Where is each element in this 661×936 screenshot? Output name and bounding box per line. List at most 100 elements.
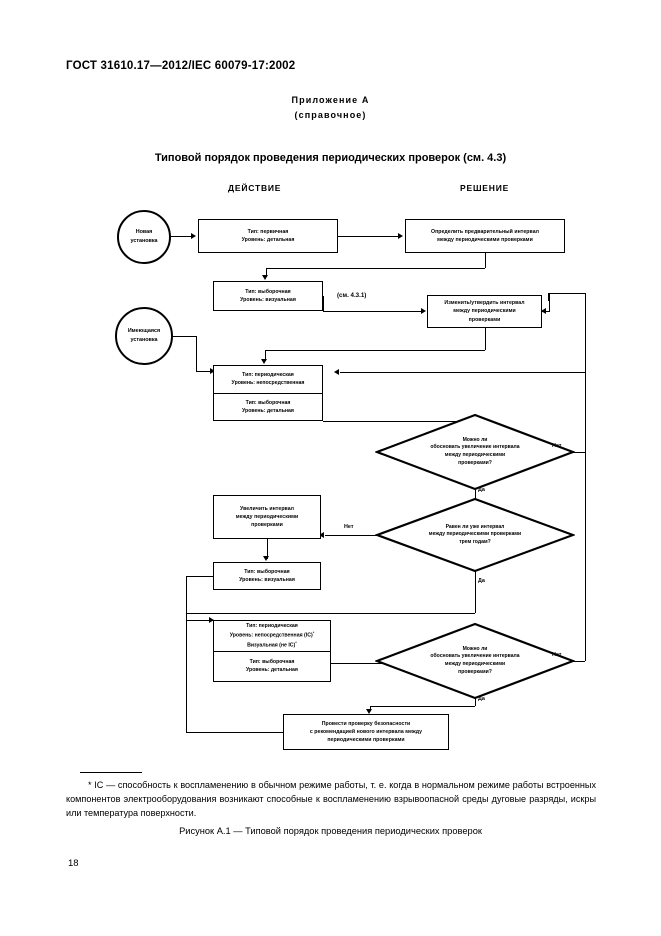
decision-justify-increase-1: Можно ли обосновать увеличение интервала… — [375, 413, 575, 491]
edge-label-no: Нет — [552, 652, 562, 658]
node-text: между периодическими — [453, 308, 516, 315]
node-text: установка — [130, 238, 158, 244]
connector — [485, 328, 486, 350]
connector — [323, 311, 423, 312]
arrow-head — [261, 359, 267, 364]
node-text: Тип: выборочная — [244, 568, 290, 575]
connector — [196, 336, 197, 371]
appendix-label: Приложение А — [291, 95, 370, 105]
connector — [475, 571, 476, 613]
arrow-head — [209, 617, 214, 623]
footnote-divider — [80, 772, 142, 773]
node-text: Тип: периодическая — [246, 622, 298, 629]
node-text: Определить предварительный интервал — [431, 228, 539, 235]
connector — [266, 268, 485, 269]
connector — [485, 253, 486, 268]
node-text: периодическими проверками — [327, 737, 405, 744]
footnote-marker: * — [295, 639, 297, 645]
decision-interval-three-years: Равен ли уже интервал между периодически… — [375, 497, 575, 573]
node-start-new-installation: Новая установка — [117, 210, 171, 264]
node-text: Тип: выборочная — [245, 288, 291, 295]
connector — [549, 293, 550, 311]
node-sample-detailed-second: Тип: выборочная Уровень: детальная — [214, 650, 330, 682]
connector — [323, 296, 324, 311]
connector — [475, 489, 476, 507]
node-text: Провести проверку безопасности — [321, 720, 411, 727]
arrow-head — [334, 369, 339, 375]
footnote-text: * IC — способность к воспламенению в обы… — [66, 778, 596, 820]
node-text: установка — [130, 337, 158, 343]
arrow-head — [398, 233, 403, 239]
connector — [325, 535, 377, 536]
edge-label-yes: Да — [478, 578, 485, 584]
figure-title: Типовой порядок проведения периодических… — [154, 152, 507, 164]
edge-label-no: Нет — [552, 443, 562, 449]
connector — [370, 706, 371, 711]
connector — [186, 620, 213, 621]
node-text: Тип: выборочная — [245, 399, 291, 406]
node-periodic-and-sample-block-2: Тип: периодическая Уровень: непосредстве… — [213, 620, 331, 682]
node-text: проверками — [468, 316, 501, 323]
connector — [196, 371, 213, 372]
node-sample-detailed-first: Тип: выборочная Уровень: детальная — [214, 392, 322, 421]
clause-reference-note: (см. 4.3.1) — [337, 292, 367, 299]
connector — [186, 732, 283, 733]
column-header-decision: РЕШЕНИЕ — [460, 183, 510, 193]
figure-caption: Рисунок А.1 — Типовой порядок проведения… — [179, 826, 482, 836]
node-sample-visual-first: Тип: выборочная Уровень: визуальная — [213, 281, 323, 311]
node-periodic-close-ic: Тип: периодическая Уровень: непосредстве… — [214, 621, 330, 651]
node-text: Уровень: визуальная — [239, 577, 295, 583]
arrow-head — [366, 709, 372, 714]
node-increase-interval: Увеличить интервал между периодическими … — [213, 495, 321, 539]
footnote-marker: * — [312, 629, 315, 635]
connector — [542, 311, 550, 312]
node-sample-visual-second: Тип: выборочная Уровень: визуальная — [213, 562, 321, 590]
decision-justify-increase-2: Можно ли обосновать увеличение интервала… — [375, 622, 575, 700]
node-text: Визуальная (не IC)* — [247, 639, 297, 649]
node-safety-review: Провести проверку безопасности с рекомен… — [283, 714, 449, 750]
footnote-marker: * — [88, 780, 92, 790]
connector — [171, 236, 193, 237]
arrow-head — [262, 275, 268, 280]
node-text: Уровень: непосредственная (IC)* — [229, 629, 315, 639]
connector — [323, 421, 475, 422]
connector — [340, 372, 585, 373]
connector — [265, 350, 485, 351]
node-text: Изменить/утвердить интервал — [444, 300, 525, 307]
arrow-head — [210, 368, 215, 374]
arrow-head — [191, 233, 196, 239]
connector — [585, 372, 586, 661]
node-text: Тип: выборочная — [249, 659, 295, 666]
node-text: Увеличить интервал — [239, 505, 294, 512]
connector — [548, 293, 549, 301]
connector — [338, 236, 400, 237]
connector — [173, 336, 196, 337]
node-initial-detailed-inspection: Тип: первичная Уровень: детальная — [198, 219, 338, 253]
connector — [186, 576, 213, 577]
node-text: проверками — [251, 522, 283, 529]
arrow-head — [319, 532, 324, 538]
node-text: Уровень: детальная — [246, 667, 298, 674]
node-start-existing-installation: Имеющаяся установка — [115, 307, 173, 365]
arrow-head — [421, 308, 426, 314]
node-change-confirm-interval: Изменить/утвердить интервал между период… — [427, 295, 542, 328]
node-text: Уровень: детальная — [241, 237, 295, 243]
footnote-body: IC — способность к воспламенению в обычн… — [66, 780, 597, 819]
node-text: Уровень: непосредственная — [231, 380, 305, 387]
connector — [548, 293, 585, 294]
connector — [265, 350, 266, 361]
node-text: Тип: первичная — [247, 228, 289, 235]
column-header-action: ДЕЙСТВИЕ — [228, 183, 282, 193]
arrow-head — [263, 556, 269, 561]
page-number: 18 — [68, 858, 79, 869]
edge-label-yes: Да — [478, 487, 485, 493]
connector — [267, 539, 268, 559]
connector — [266, 268, 267, 277]
node-text: Уровень: визуальная — [240, 297, 296, 303]
node-text: Тип: периодическая — [242, 372, 294, 379]
node-text: с рекомендацией нового интервала между — [309, 728, 423, 735]
page-header: ГОСТ 31610.17—2012/IEC 60079-17:2002 — [66, 60, 296, 72]
edge-label-yes: Да — [478, 696, 485, 702]
